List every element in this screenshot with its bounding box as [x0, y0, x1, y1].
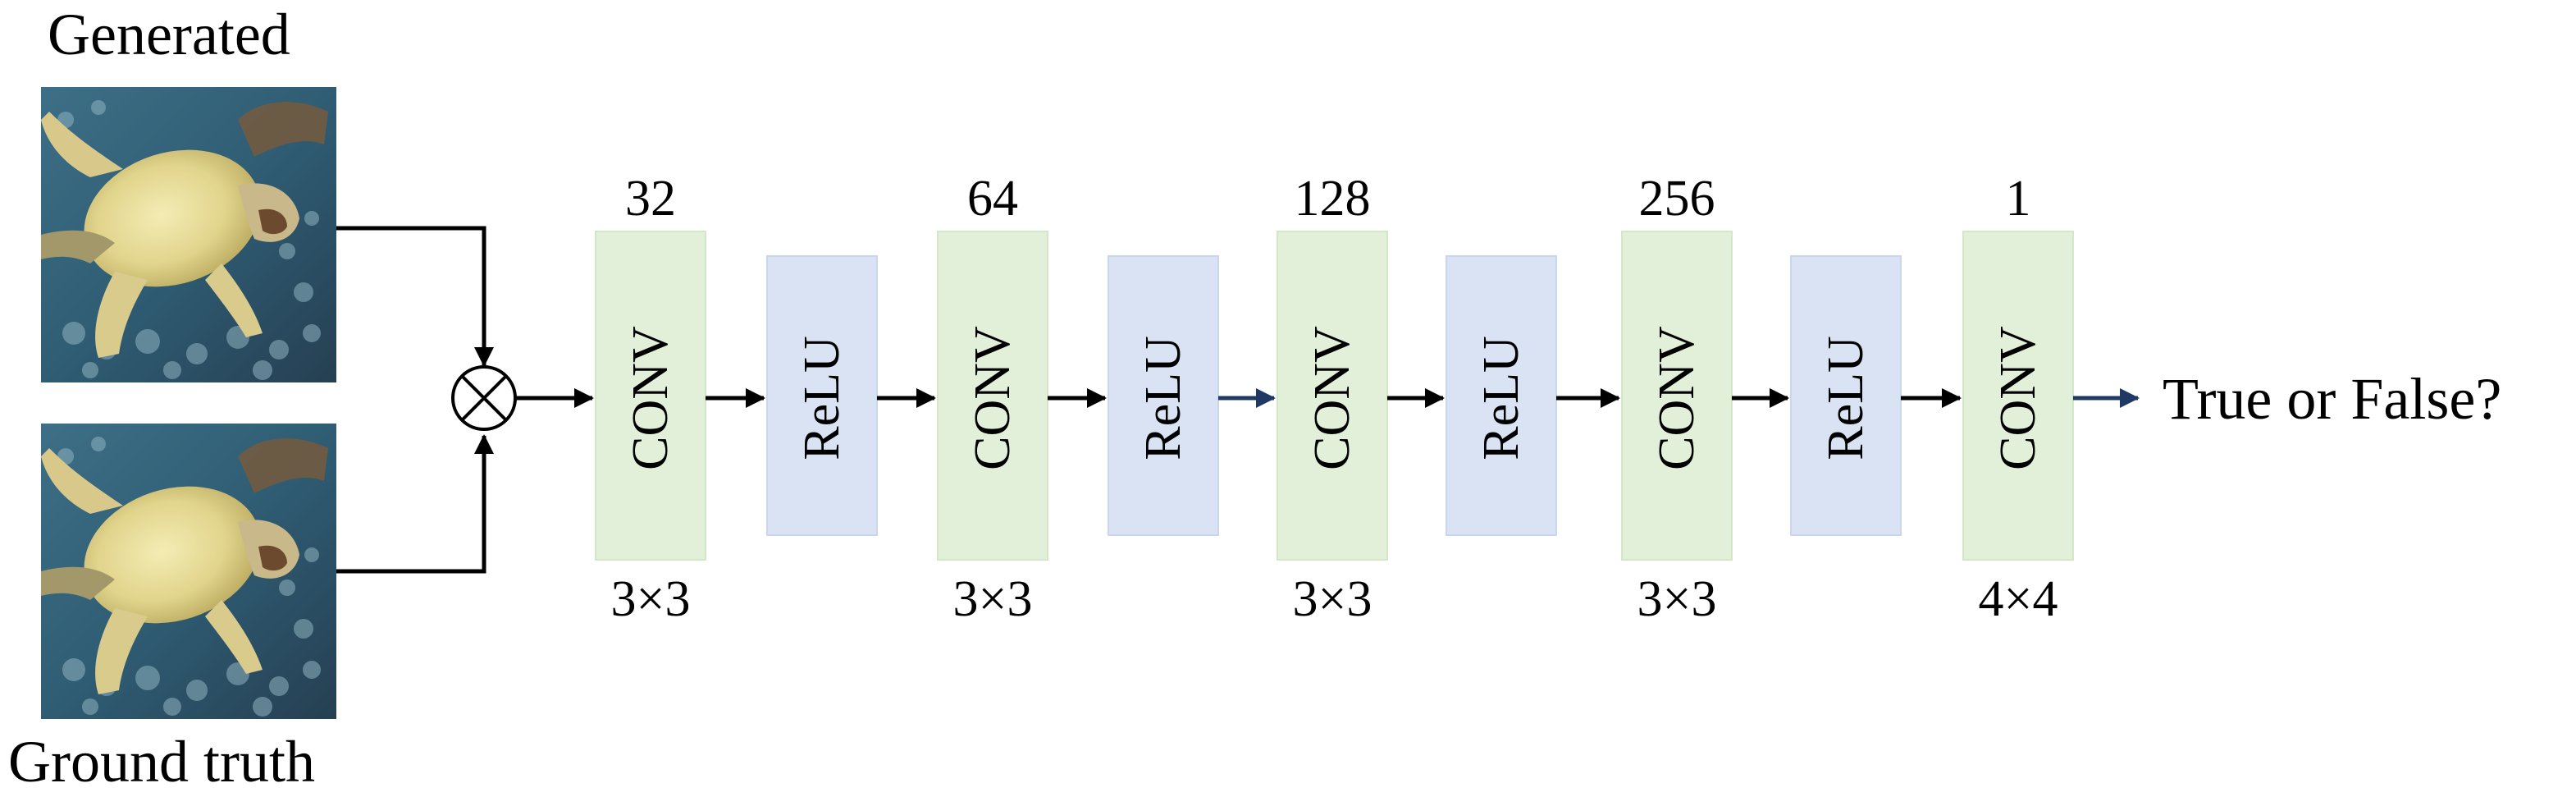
conv-block-1-rect — [595, 231, 706, 561]
ground-truth-label: Ground truth — [8, 729, 315, 795]
conv-block-5-channels: 1 — [2006, 171, 2031, 227]
conv-block-1: CONV 32 3×3 — [595, 171, 706, 627]
conv-block-4: CONV 256 3×3 — [1621, 171, 1733, 627]
conv-block-2-rect — [937, 231, 1048, 561]
conv-block-5: CONV 1 4×4 — [1962, 171, 2074, 627]
conv-block-3-rect — [1277, 231, 1388, 561]
relu-block-2-label: ReLU — [1135, 336, 1191, 460]
relu-block-1-rect — [766, 255, 878, 536]
conv-block-5-kernel: 4×4 — [1979, 571, 2058, 627]
relu-block-2-rect — [1108, 255, 1219, 536]
conv-block-4-label: CONV — [1649, 326, 1705, 470]
conv-block-1-label: CONV — [623, 326, 678, 470]
conv-block-2: CONV 64 3×3 — [937, 171, 1048, 627]
conv-block-3-channels: 128 — [1295, 171, 1371, 227]
conv-block-4-rect — [1621, 231, 1733, 561]
relu-block-4: ReLU — [1790, 255, 1902, 536]
relu-block-4-rect — [1790, 255, 1902, 536]
relu-block-4-label: ReLU — [1818, 336, 1874, 460]
conv-block-3-kernel: 3×3 — [1293, 571, 1372, 627]
conv-block-4-kernel: 3×3 — [1637, 571, 1717, 627]
relu-block-3-label: ReLU — [1473, 336, 1529, 460]
relu-block-1-label: ReLU — [794, 336, 850, 460]
output-label: True or False? — [2163, 366, 2501, 432]
generated-label: Generated — [48, 2, 290, 67]
ground-truth-image — [41, 424, 336, 719]
conv-block-3: CONV 128 3×3 — [1277, 171, 1388, 627]
otimes-icon — [451, 365, 517, 431]
conv-block-1-kernel: 3×3 — [611, 571, 691, 627]
generated-connector — [336, 226, 494, 367]
network-blocks: CONV 32 3×3 ReLU CONV 64 3×3 ReLU CONV 128 3×3 ReLU… — [515, 171, 2140, 627]
conv-block-2-channels: 64 — [967, 171, 1018, 227]
conv-block-2-label: CONV — [965, 326, 1021, 470]
ground-truth-connector — [336, 434, 494, 574]
conv-block-2-kernel: 3×3 — [953, 571, 1033, 627]
relu-block-1: ReLU — [766, 255, 878, 536]
conv-block-5-label: CONV — [1990, 326, 2046, 470]
conv-block-3-label: CONV — [1304, 326, 1360, 470]
conv-block-5-rect — [1962, 231, 2074, 561]
relu-block-3: ReLU — [1446, 255, 1557, 536]
generated-image — [41, 87, 336, 382]
relu-block-3-rect — [1446, 255, 1557, 536]
relu-block-2: ReLU — [1108, 255, 1219, 536]
conv-block-4-channels: 256 — [1639, 171, 1715, 227]
conv-block-1-channels: 32 — [625, 171, 676, 227]
